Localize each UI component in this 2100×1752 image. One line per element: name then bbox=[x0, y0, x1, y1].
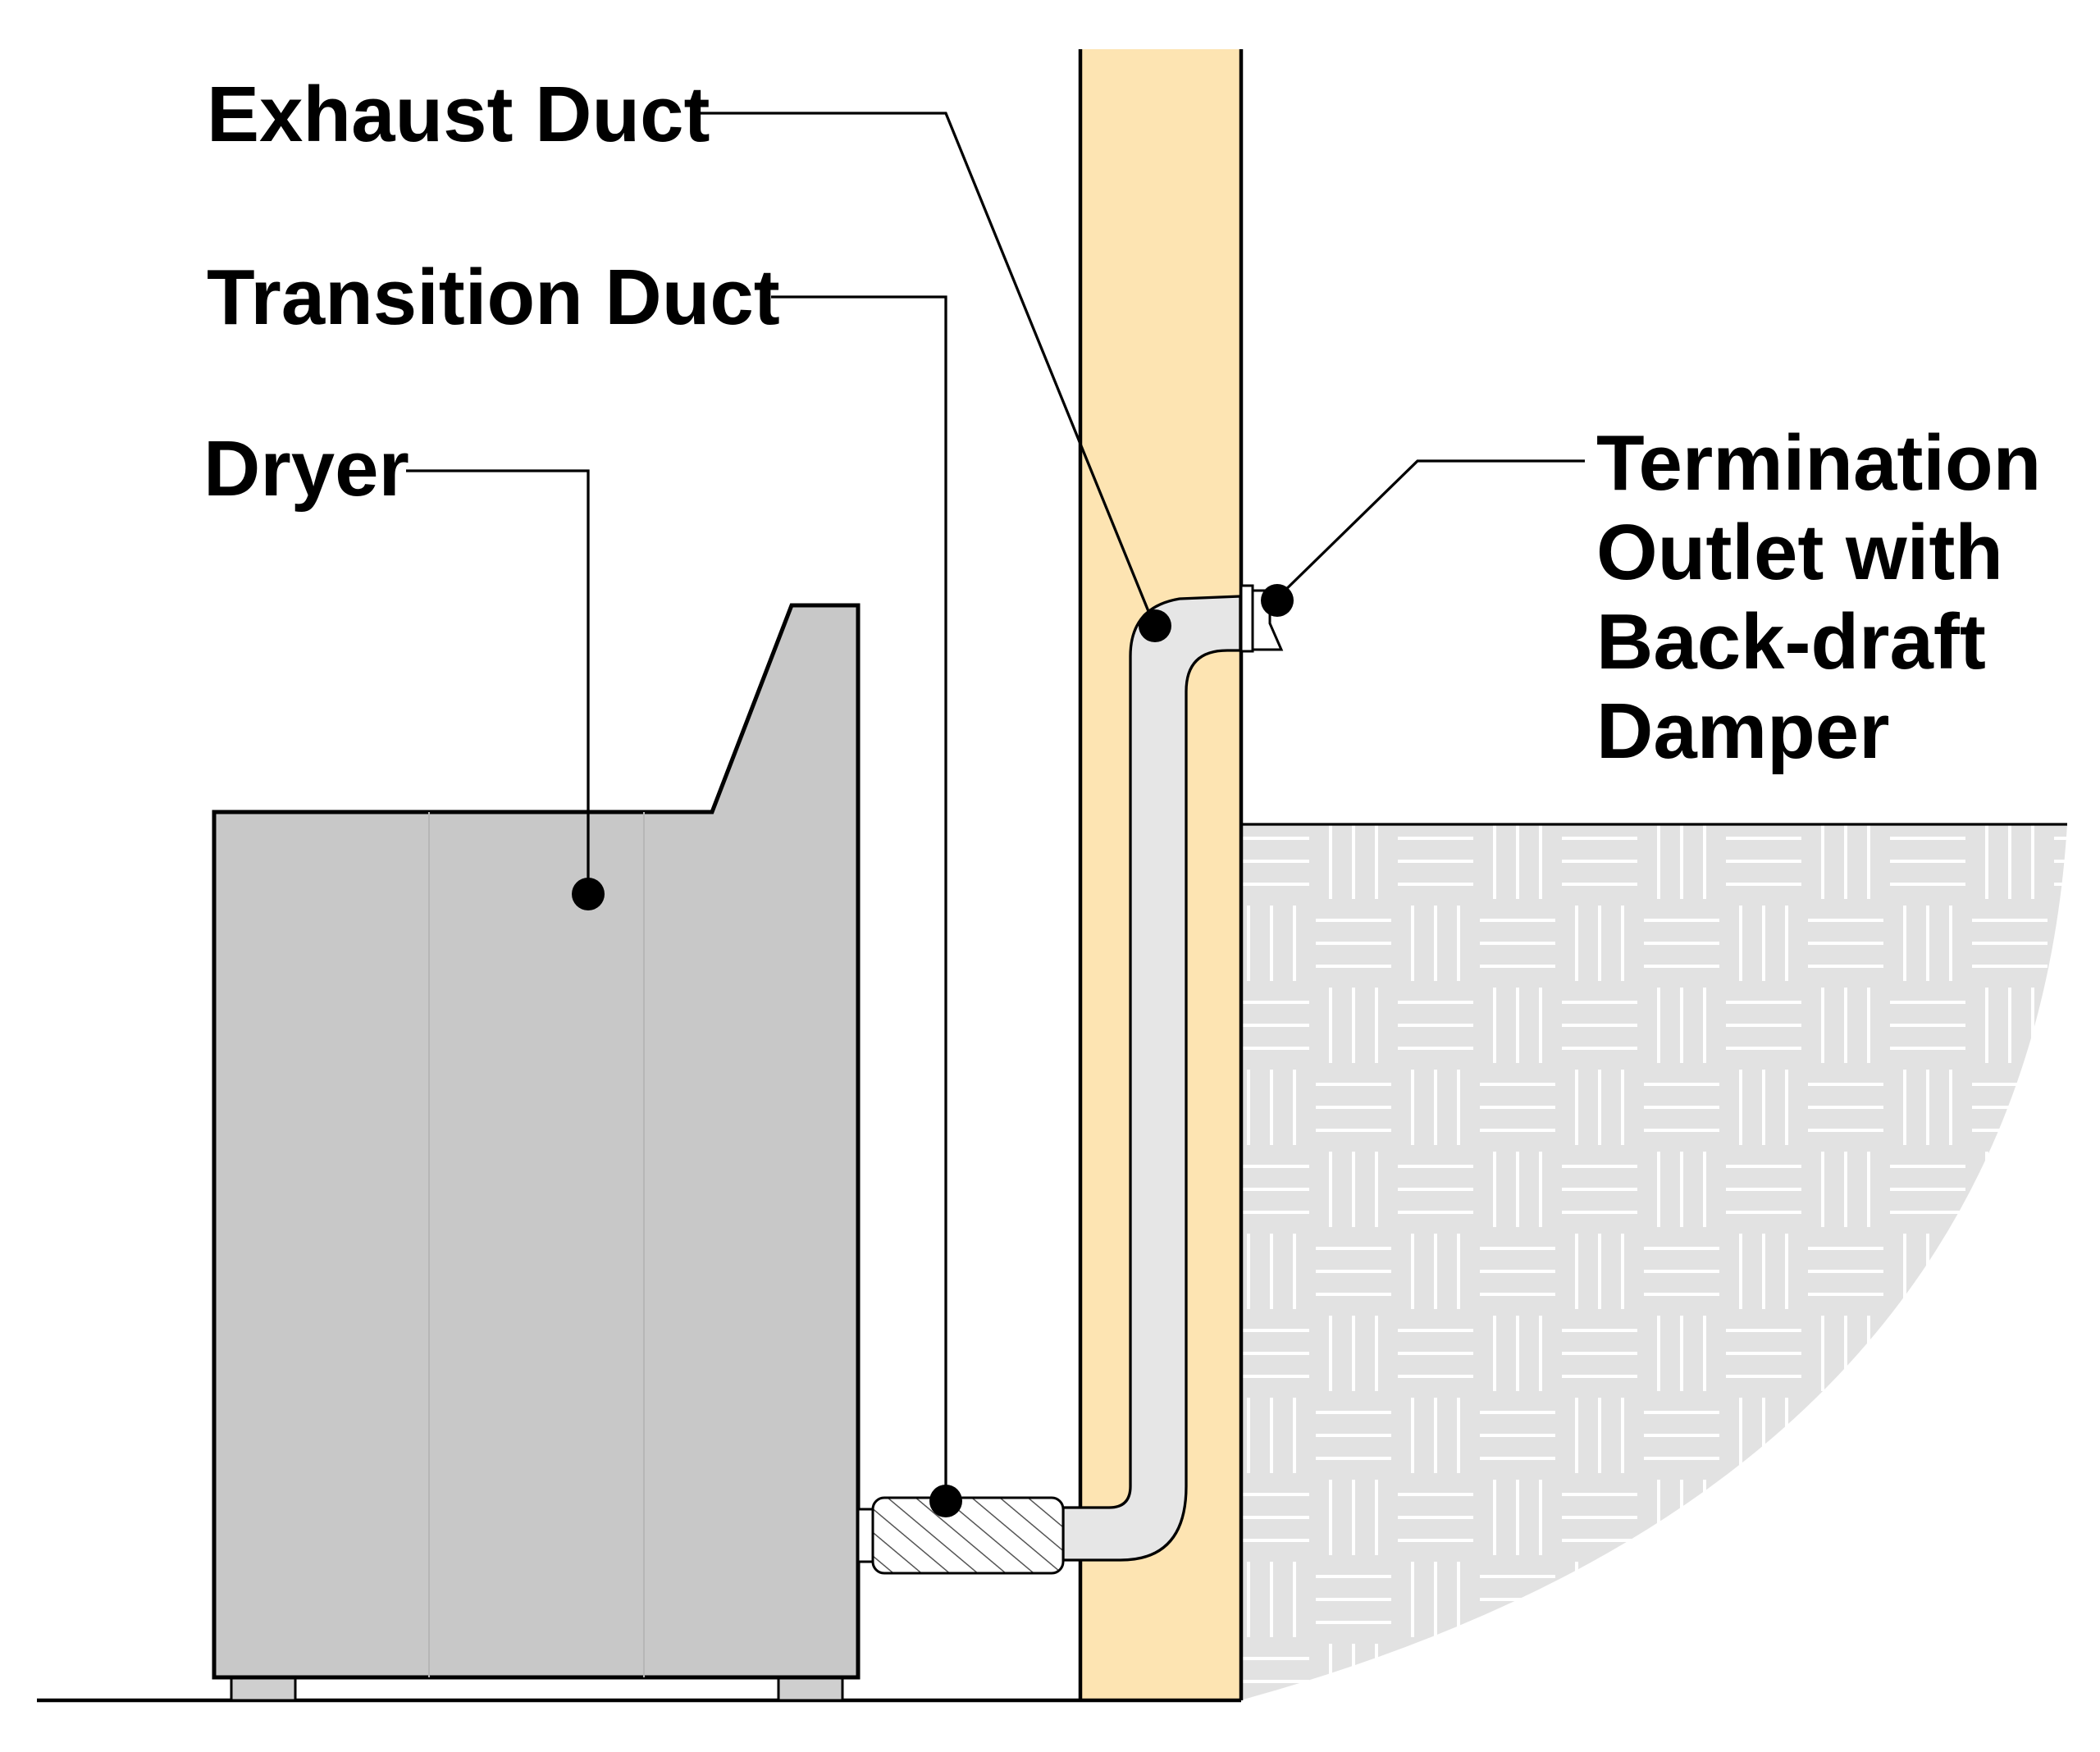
label-transition-duct: Transition Duct bbox=[207, 253, 780, 341]
exhaust-duct-pipe bbox=[1061, 595, 1242, 1562]
label-termination-line2: Outlet with bbox=[1596, 509, 2003, 596]
transition-duct-pipe bbox=[856, 1496, 1065, 1575]
label-termination-line1: Termination bbox=[1596, 419, 2041, 507]
termination-outlet bbox=[1239, 584, 1284, 653]
transition-duct-marker bbox=[929, 1485, 962, 1517]
transition-duct-leader bbox=[771, 295, 947, 1499]
label-termination-line3: Back-draft bbox=[1596, 598, 1986, 686]
label-termination-line4: Damper bbox=[1596, 687, 1889, 775]
exhaust-duct-leader bbox=[696, 112, 1155, 624]
termination-marker bbox=[1261, 584, 1294, 617]
label-exhaust-duct: Exhaust Duct bbox=[207, 71, 710, 158]
exhaust-duct-marker bbox=[1139, 609, 1171, 642]
termination-leader bbox=[1275, 459, 1585, 600]
ground-area bbox=[1240, 824, 2067, 1700]
dryer-marker bbox=[572, 878, 605, 910]
dryer-leader bbox=[406, 469, 590, 892]
dryer bbox=[212, 603, 861, 1702]
label-dryer: Dryer bbox=[203, 425, 409, 513]
